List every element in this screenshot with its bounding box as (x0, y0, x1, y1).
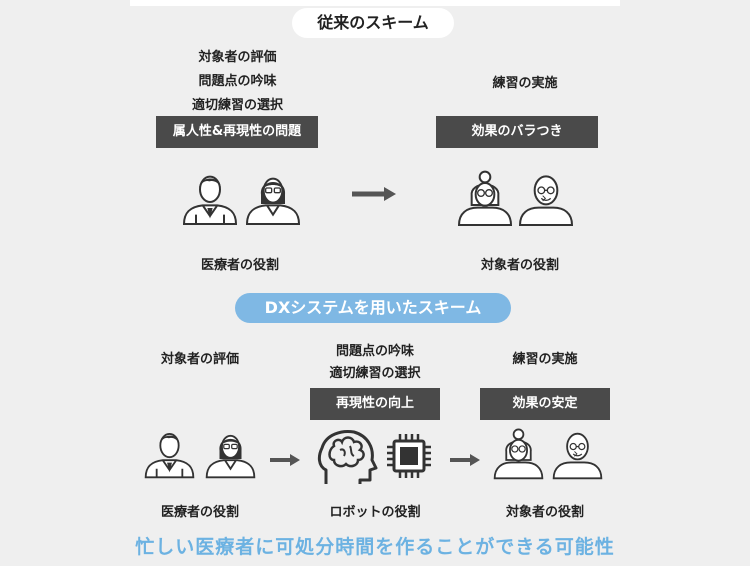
dx-scheme-title: DXシステムを用いたスキーム (235, 293, 511, 323)
footer-message: 忙しい医療者に可処分時間を作ることができる可能性 (135, 536, 615, 558)
elderly-man-icon (550, 426, 605, 483)
cpu-chip-icon (383, 430, 435, 482)
top-strip (130, 0, 620, 6)
traditional-scheme-title: 従来のスキーム (292, 8, 454, 38)
robot-task-1: 問題点の吟味 (335, 344, 414, 359)
subject-benefit-box: 効果の安定 (480, 388, 610, 420)
elderly-woman-icon (491, 426, 546, 483)
subject-role-label: 対象者の役割 (480, 258, 559, 273)
brain-head-icon (316, 428, 378, 486)
staff-task-2: 問題点の吟味 (198, 74, 277, 89)
arrow-right-icon (268, 452, 302, 468)
elderly-woman-icon (455, 168, 515, 230)
staff-task-1: 対象者の評価 (198, 50, 277, 65)
staff-issue-box: 属人性&再現性の問題 (156, 116, 318, 148)
staff-task-3: 適切練習の選択 (191, 98, 283, 113)
doctor-icon (142, 426, 197, 481)
robot-task-2: 適切練習の選択 (329, 366, 421, 381)
dx-subject-role-label: 対象者の役割 (505, 505, 584, 520)
arrow-right-icon (350, 184, 398, 204)
nurse-icon (203, 426, 258, 481)
robot-role-label: ロボットの役割 (329, 505, 421, 520)
robot-benefit-box: 再現性の向上 (310, 388, 440, 420)
subject-issue-box: 効果のバラつき (436, 116, 598, 148)
doctor-icon (180, 168, 240, 228)
staff-role-label: 医療者の役割 (200, 258, 279, 273)
nurse-icon (243, 168, 303, 228)
dx-staff-task: 対象者の評価 (160, 352, 239, 367)
subject-task: 練習の実施 (492, 76, 558, 91)
dx-staff-role-label: 医療者の役割 (160, 505, 239, 520)
arrow-right-icon (448, 452, 482, 468)
elderly-man-icon (516, 168, 576, 230)
dx-subject-task: 練習の実施 (512, 352, 578, 367)
